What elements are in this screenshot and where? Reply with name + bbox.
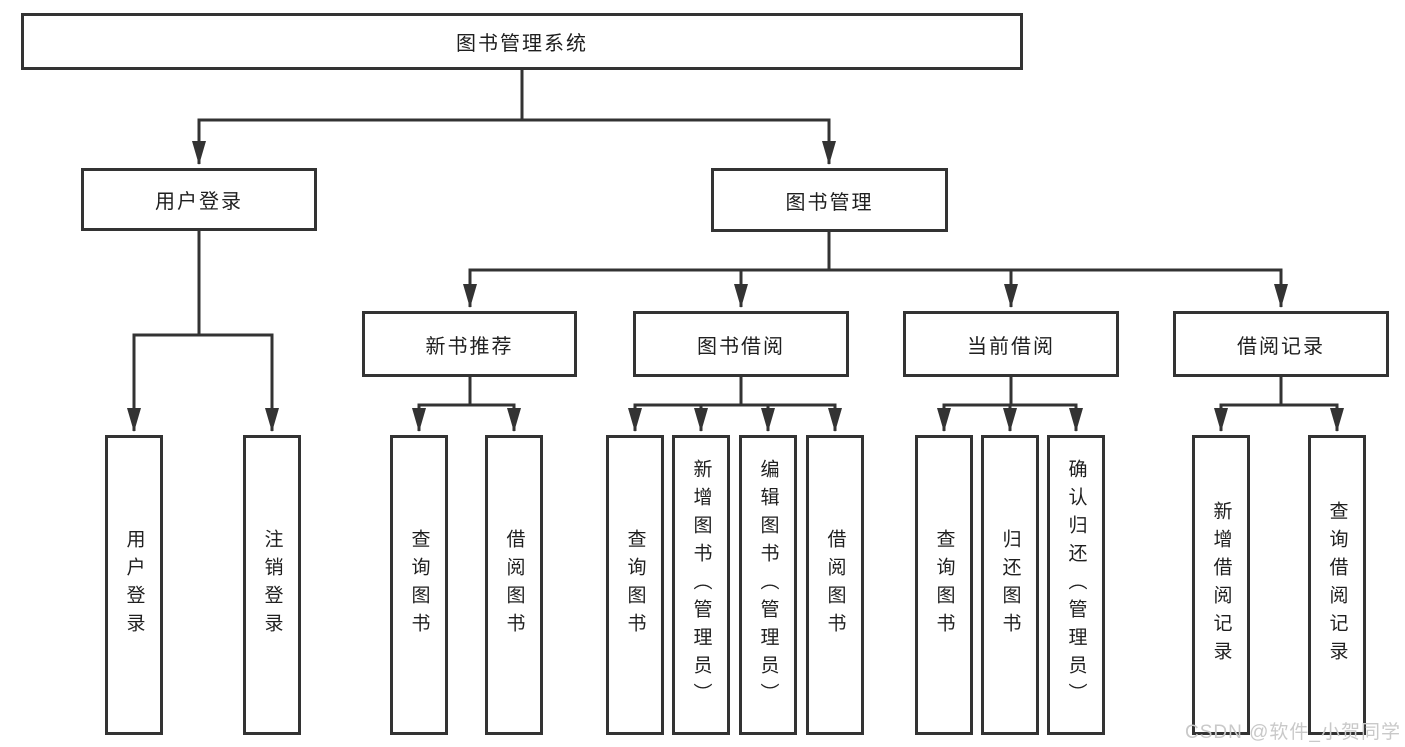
node-borrow-records-label: 借阅记录 [1237,335,1325,358]
csdn-watermark: CSDN @软件_小贺同学 [1185,722,1401,743]
node-borrow-records: 借阅记录 [1173,311,1389,377]
leaf-edit-books-admin-label: 编辑图书（管理员） [757,459,779,711]
leaf-edit-books-admin: 编辑图书（管理员） [739,435,797,735]
leaf-add-books-admin-label: 新增图书（管理员） [690,459,712,711]
node-current-borrow: 当前借阅 [903,311,1119,377]
leaf-query-borrow-record-label: 查询借阅记录 [1326,501,1348,669]
leaf-query-books-recommend-label: 查询图书 [408,529,430,641]
leaf-confirm-return-admin-label: 确认归还（管理员） [1065,459,1087,711]
node-new-book-recommend: 新书推荐 [362,311,577,377]
leaf-query-books-borrow-label: 查询图书 [624,529,646,641]
leaf-borrow-books-recommend: 借阅图书 [485,435,543,735]
leaf-borrow-books-label: 借阅图书 [824,529,846,641]
root-node-label: 图书管理系统 [456,33,588,55]
leaf-add-books-admin: 新增图书（管理员） [672,435,730,735]
leaf-user-login: 用户登录 [105,435,163,735]
leaf-user-login-label: 用户登录 [123,529,145,641]
leaf-query-borrow-record: 查询借阅记录 [1308,435,1366,735]
leaf-query-books-current: 查询图书 [915,435,973,735]
leaf-query-books-current-label: 查询图书 [933,529,955,641]
node-new-book-recommend-label: 新书推荐 [425,335,514,358]
leaf-confirm-return-admin: 确认归还（管理员） [1047,435,1105,735]
leaf-return-books: 归还图书 [981,435,1039,735]
leaf-logout-label: 注销登录 [261,529,283,641]
node-book-borrow: 图书借阅 [633,311,849,377]
root-node-library-management-system: 图书管理系统 [21,13,1023,70]
leaf-query-books-borrow: 查询图书 [606,435,664,735]
leaf-query-books-recommend: 查询图书 [390,435,448,735]
leaf-logout: 注销登录 [243,435,301,735]
node-book-borrow-label: 图书借阅 [697,335,785,358]
leaf-borrow-books: 借阅图书 [806,435,864,735]
leaf-add-borrow-record: 新增借阅记录 [1192,435,1250,735]
node-current-borrow-label: 当前借阅 [967,335,1055,358]
node-user-login-label: 用户登录 [155,191,243,213]
leaf-borrow-books-recommend-label: 借阅图书 [503,529,525,641]
node-book-management: 图书管理 [711,168,948,232]
leaf-return-books-label: 归还图书 [999,529,1021,641]
node-book-management-label: 图书管理 [785,191,874,214]
leaf-add-borrow-record-label: 新增借阅记录 [1210,501,1232,669]
node-user-login: 用户登录 [81,168,317,231]
